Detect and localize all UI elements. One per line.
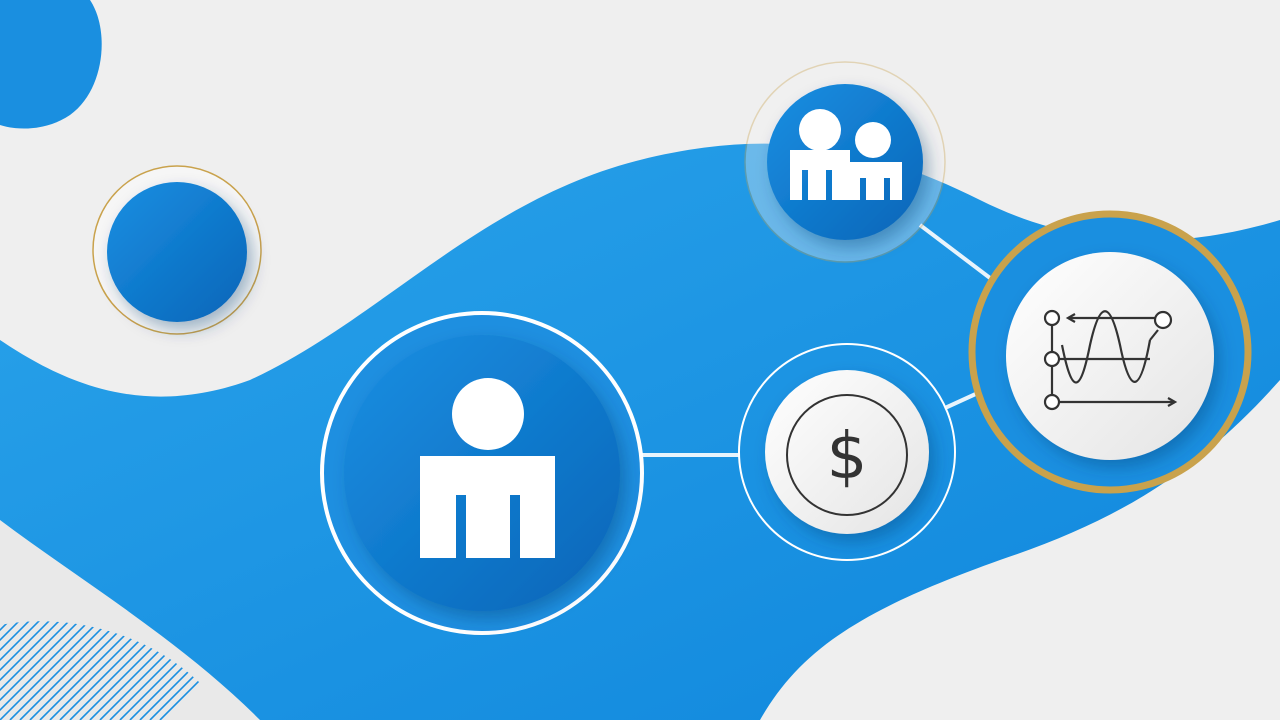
plain-node <box>92 165 262 335</box>
wave-chart-icon <box>1043 309 1178 411</box>
connector-group-chart <box>918 223 992 280</box>
person-icon <box>420 378 555 558</box>
wave-lower-left <box>0 520 260 720</box>
person-node <box>320 311 644 635</box>
dollar-icon: $ <box>827 420 868 494</box>
blue-blob <box>0 0 102 129</box>
connector-lines <box>640 223 992 457</box>
blue-wave <box>0 143 1280 720</box>
connector-dollar-chart <box>944 390 981 410</box>
chart-node <box>968 210 1252 494</box>
dollar-node: $ <box>738 343 956 561</box>
group-node <box>744 61 946 263</box>
people-group-icon <box>790 109 902 200</box>
